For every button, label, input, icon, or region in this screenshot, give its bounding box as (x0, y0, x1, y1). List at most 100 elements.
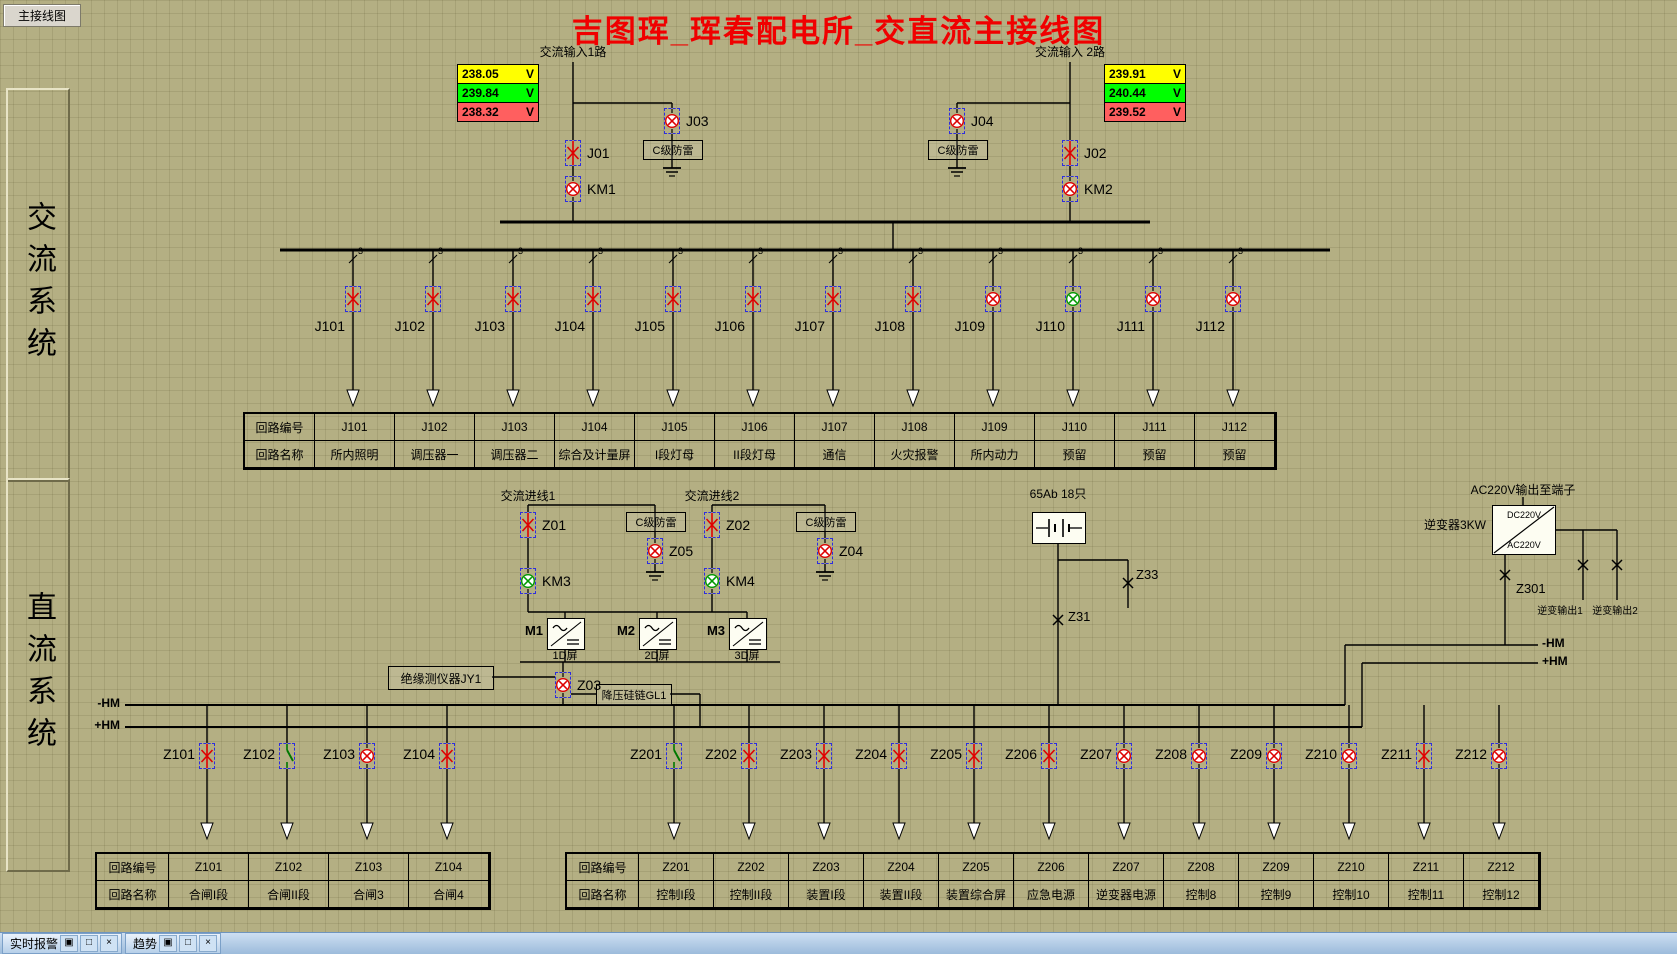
breaker-J110[interactable] (1065, 286, 1081, 312)
breaker-Z210[interactable] (1341, 743, 1357, 769)
breaker-closed-icon (742, 744, 756, 768)
voltage-value: 239.84 (462, 86, 499, 100)
breaker-Z211[interactable] (1416, 743, 1432, 769)
circuit-id-cell: Z205 (939, 854, 1014, 881)
breaker-KM4[interactable] (704, 568, 720, 594)
breaker-closed-icon (1417, 744, 1431, 768)
breaker-J109[interactable] (985, 286, 1001, 312)
circuit-id-cell: J109 (955, 414, 1035, 441)
breaker-closed-icon (826, 287, 840, 311)
inverter-output-terminal-label: AC220V输出至端子 (1470, 483, 1576, 497)
restore-icon[interactable]: ▣ (159, 935, 178, 952)
feeder-label-Z209: Z209 (1230, 746, 1262, 762)
contactor-icon (818, 539, 832, 563)
breaker-J108[interactable] (905, 286, 921, 312)
breaker-Z03[interactable] (555, 672, 571, 698)
breaker-J103[interactable] (505, 286, 521, 312)
circuit-id-cell: Z103 (329, 854, 409, 881)
breaker-Z103[interactable] (359, 743, 375, 769)
taskbar-item-实时报警[interactable]: 实时报警▣□× (2, 933, 123, 954)
circuit-id-cell: J105 (635, 414, 715, 441)
circuit-name-cell: 合闸I段 (169, 881, 249, 908)
feeder-label-Z101: Z101 (163, 746, 195, 762)
circuit-name-cell: 所内动力 (955, 441, 1035, 468)
maximize-icon[interactable]: □ (179, 935, 198, 952)
breaker-Z104[interactable] (439, 743, 455, 769)
ac-dc-converter-icon (642, 621, 674, 647)
breaker-Z02[interactable] (704, 512, 720, 538)
z301-label: Z301 (1516, 581, 1546, 596)
breaker-Z209[interactable] (1266, 743, 1282, 769)
switch-open-icon (286, 744, 294, 768)
breaker-J104[interactable] (585, 286, 601, 312)
breaker-J03[interactable] (664, 108, 680, 134)
restore-icon[interactable]: ▣ (60, 935, 79, 952)
breaker-closed-icon (440, 744, 454, 768)
circuit-id-cell: J112 (1195, 414, 1275, 441)
breaker-closed-icon (586, 287, 600, 311)
feeder-label-Z103: Z103 (323, 746, 355, 762)
breaker-J101[interactable] (345, 286, 361, 312)
contactor-icon (1342, 744, 1356, 768)
taskbar-item-label: 趋势 (133, 937, 158, 951)
breaker-J106[interactable] (745, 286, 761, 312)
circuit-name-cell: 火灾报警 (875, 441, 955, 468)
circuit-name-cell: 装置综合屏 (939, 881, 1014, 908)
breaker-Z01[interactable] (520, 512, 536, 538)
breaker-Z208[interactable] (1191, 743, 1207, 769)
device-label-KM1: KM1 (587, 181, 616, 197)
maximize-icon[interactable]: □ (80, 935, 99, 952)
breaker-J01[interactable] (565, 140, 581, 166)
circuit-id-cell: J104 (555, 414, 635, 441)
breaker-Z203[interactable] (816, 743, 832, 769)
taskbar-item-趋势[interactable]: 趋势▣□× (125, 933, 222, 954)
breaker-J02[interactable] (1062, 140, 1078, 166)
contactor-icon (360, 744, 374, 768)
breaker-KM2[interactable] (1062, 176, 1078, 202)
circuit-id-cell: Z102 (249, 854, 329, 881)
circuit-name-cell: 回路名称 (567, 881, 639, 908)
breaker-J107[interactable] (825, 286, 841, 312)
ac-input1-label: 交流输入1路 (539, 45, 607, 59)
inverter-ac-label: AC220V (1507, 540, 1541, 550)
circuit-name-cell: 预留 (1035, 441, 1115, 468)
page-title: 吉图珲_珲春配电所_交直流主接线图 (571, 14, 1106, 49)
device-label-Z02: Z02 (726, 517, 751, 533)
breaker-Z201[interactable] (666, 743, 682, 769)
contactor-icon (1226, 287, 1240, 311)
close-icon[interactable]: × (199, 935, 218, 952)
device-label-KM2: KM2 (1084, 181, 1113, 197)
breaker-Z101[interactable] (199, 743, 215, 769)
breaker-J111[interactable] (1145, 286, 1161, 312)
tab-main-diagram[interactable]: 主接线图 (3, 4, 81, 27)
breaker-Z202[interactable] (741, 743, 757, 769)
breaker-Z212[interactable] (1491, 743, 1507, 769)
module-name-M2: 2D屏 (644, 650, 670, 662)
breaker-KM1[interactable] (565, 176, 581, 202)
breaker-KM3[interactable] (520, 568, 536, 594)
breaker-J04[interactable] (949, 108, 965, 134)
breaker-Z05[interactable] (647, 538, 663, 564)
breaker-J105[interactable] (665, 286, 681, 312)
contactor-icon (1192, 744, 1206, 768)
device-label-Z03: Z03 (577, 677, 602, 693)
breaker-closed-icon (906, 287, 920, 311)
breaker-Z204[interactable] (891, 743, 907, 769)
circuit-name-cell: 预留 (1115, 441, 1195, 468)
close-icon[interactable]: × (100, 935, 119, 952)
breaker-Z206[interactable] (1041, 743, 1057, 769)
breaker-Z04[interactable] (817, 538, 833, 564)
breaker-Z102[interactable] (279, 743, 295, 769)
inverter-box: DC220V AC220V (1492, 505, 1556, 555)
phase-count-label: 3 (518, 246, 524, 256)
breaker-Z207[interactable] (1116, 743, 1132, 769)
ac-dc-converter-icon (732, 621, 764, 647)
breaker-J102[interactable] (425, 286, 441, 312)
circuit-id-cell: 回路编号 (97, 854, 169, 881)
circuit-id-cell: J103 (475, 414, 555, 441)
breaker-closed-icon (566, 141, 580, 165)
breaker-Z205[interactable] (966, 743, 982, 769)
breaker-J112[interactable] (1225, 286, 1241, 312)
